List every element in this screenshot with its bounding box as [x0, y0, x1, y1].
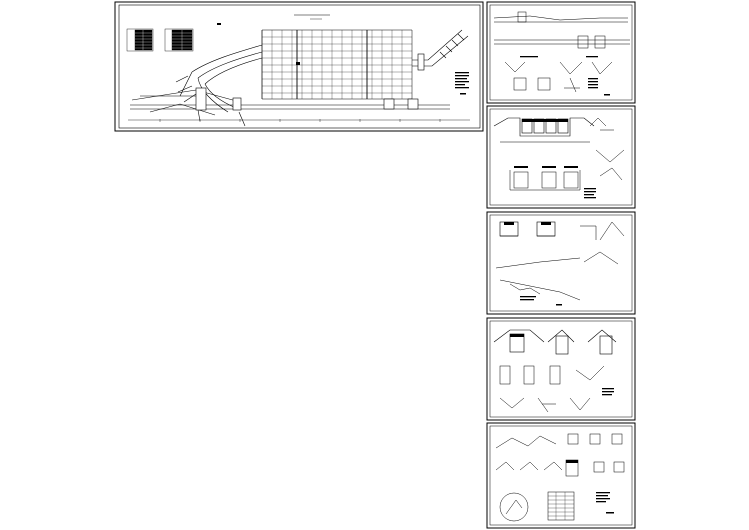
- curved-channel: [175, 44, 263, 113]
- grid-area: [261, 29, 413, 100]
- side-sheet-4: [486, 317, 636, 421]
- legend-block-main: [455, 72, 469, 95]
- side-sheet-3: [486, 211, 636, 315]
- side-sheet-1: [486, 1, 636, 104]
- quantity-table-left: [126, 28, 154, 52]
- side-sheet-5: [486, 422, 636, 529]
- grid-lines: [262, 30, 412, 99]
- lower-pipeline: [128, 87, 470, 127]
- main-sheet-title: [294, 14, 330, 20]
- side-sheet-2: [486, 105, 636, 209]
- quantity-table-right: [164, 28, 194, 52]
- pipeline-ticks: [159, 119, 441, 122]
- main-plan-sheet: [114, 1, 484, 132]
- north-marker: [217, 23, 221, 25]
- table-grid-lines: [135, 30, 192, 50]
- pipe-upper-right: [412, 29, 469, 71]
